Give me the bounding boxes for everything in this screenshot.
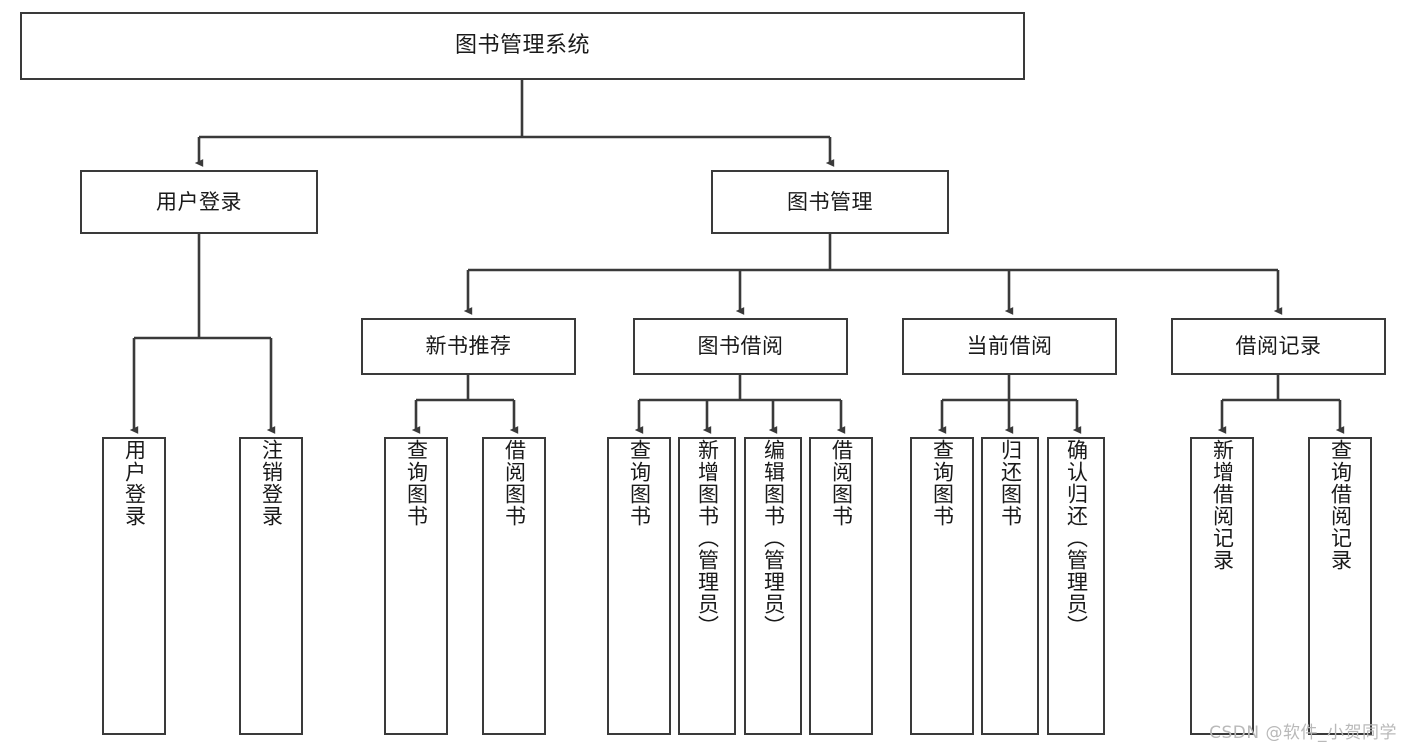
node-label: 借阅图书 (829, 439, 854, 527)
node-label: 查询图书 (627, 439, 652, 527)
node-label: 新增图书（管理员） (695, 439, 720, 637)
node-label: 编辑图书（管理员） (761, 439, 786, 637)
node-leaf-confirm-return-admin[interactable]: 确认归还（管理员） (1047, 437, 1105, 735)
node-new-book-recommendation[interactable]: 新书推荐 (361, 318, 576, 375)
node-borrowing-records[interactable]: 借阅记录 (1171, 318, 1386, 375)
node-leaf-borrow-books-recommendation[interactable]: 借阅图书 (482, 437, 546, 735)
node-leaf-query-borrowing-record[interactable]: 查询借阅记录 (1308, 437, 1372, 735)
node-label: 当前借阅 (966, 334, 1053, 359)
node-leaf-user-login[interactable]: 用户登录 (102, 437, 166, 735)
node-label: 图书管理 (787, 189, 873, 214)
watermark-text: CSDN @软件_小贺同学 (1209, 723, 1397, 743)
node-label: 图书管理系统 (454, 33, 590, 59)
node-book-management[interactable]: 图书管理 (711, 170, 949, 234)
node-label: 图书借阅 (697, 334, 784, 359)
node-label: 查询借阅记录 (1328, 439, 1353, 571)
node-leaf-add-book-admin[interactable]: 新增图书（管理员） (678, 437, 736, 735)
node-label: 用户登录 (122, 439, 147, 527)
node-leaf-return-books[interactable]: 归还图书 (981, 437, 1039, 735)
node-label: 确认归还（管理员） (1064, 439, 1089, 637)
node-label: 新书推荐 (425, 334, 512, 359)
node-root-book-management-system[interactable]: 图书管理系统 (20, 12, 1025, 80)
node-leaf-edit-book-admin[interactable]: 编辑图书（管理员） (744, 437, 802, 735)
node-label: 归还图书 (998, 439, 1023, 527)
node-current-borrowing[interactable]: 当前借阅 (902, 318, 1117, 375)
node-leaf-query-books-current[interactable]: 查询图书 (910, 437, 974, 735)
node-label: 新增借阅记录 (1210, 439, 1235, 571)
node-label: 查询图书 (930, 439, 955, 527)
node-leaf-borrow-books-borrowing[interactable]: 借阅图书 (809, 437, 873, 735)
node-label: 用户登录 (156, 189, 242, 214)
node-book-borrowing[interactable]: 图书借阅 (633, 318, 848, 375)
node-leaf-query-books-recommendation[interactable]: 查询图书 (384, 437, 448, 735)
node-leaf-query-books-borrowing[interactable]: 查询图书 (607, 437, 671, 735)
node-label: 借阅图书 (502, 439, 527, 527)
node-leaf-logout[interactable]: 注销登录 (239, 437, 303, 735)
node-leaf-add-borrowing-record[interactable]: 新增借阅记录 (1190, 437, 1254, 735)
node-label: 注销登录 (259, 439, 284, 527)
node-label: 借阅记录 (1235, 334, 1322, 359)
node-user-login[interactable]: 用户登录 (80, 170, 318, 234)
node-label: 查询图书 (404, 439, 429, 527)
